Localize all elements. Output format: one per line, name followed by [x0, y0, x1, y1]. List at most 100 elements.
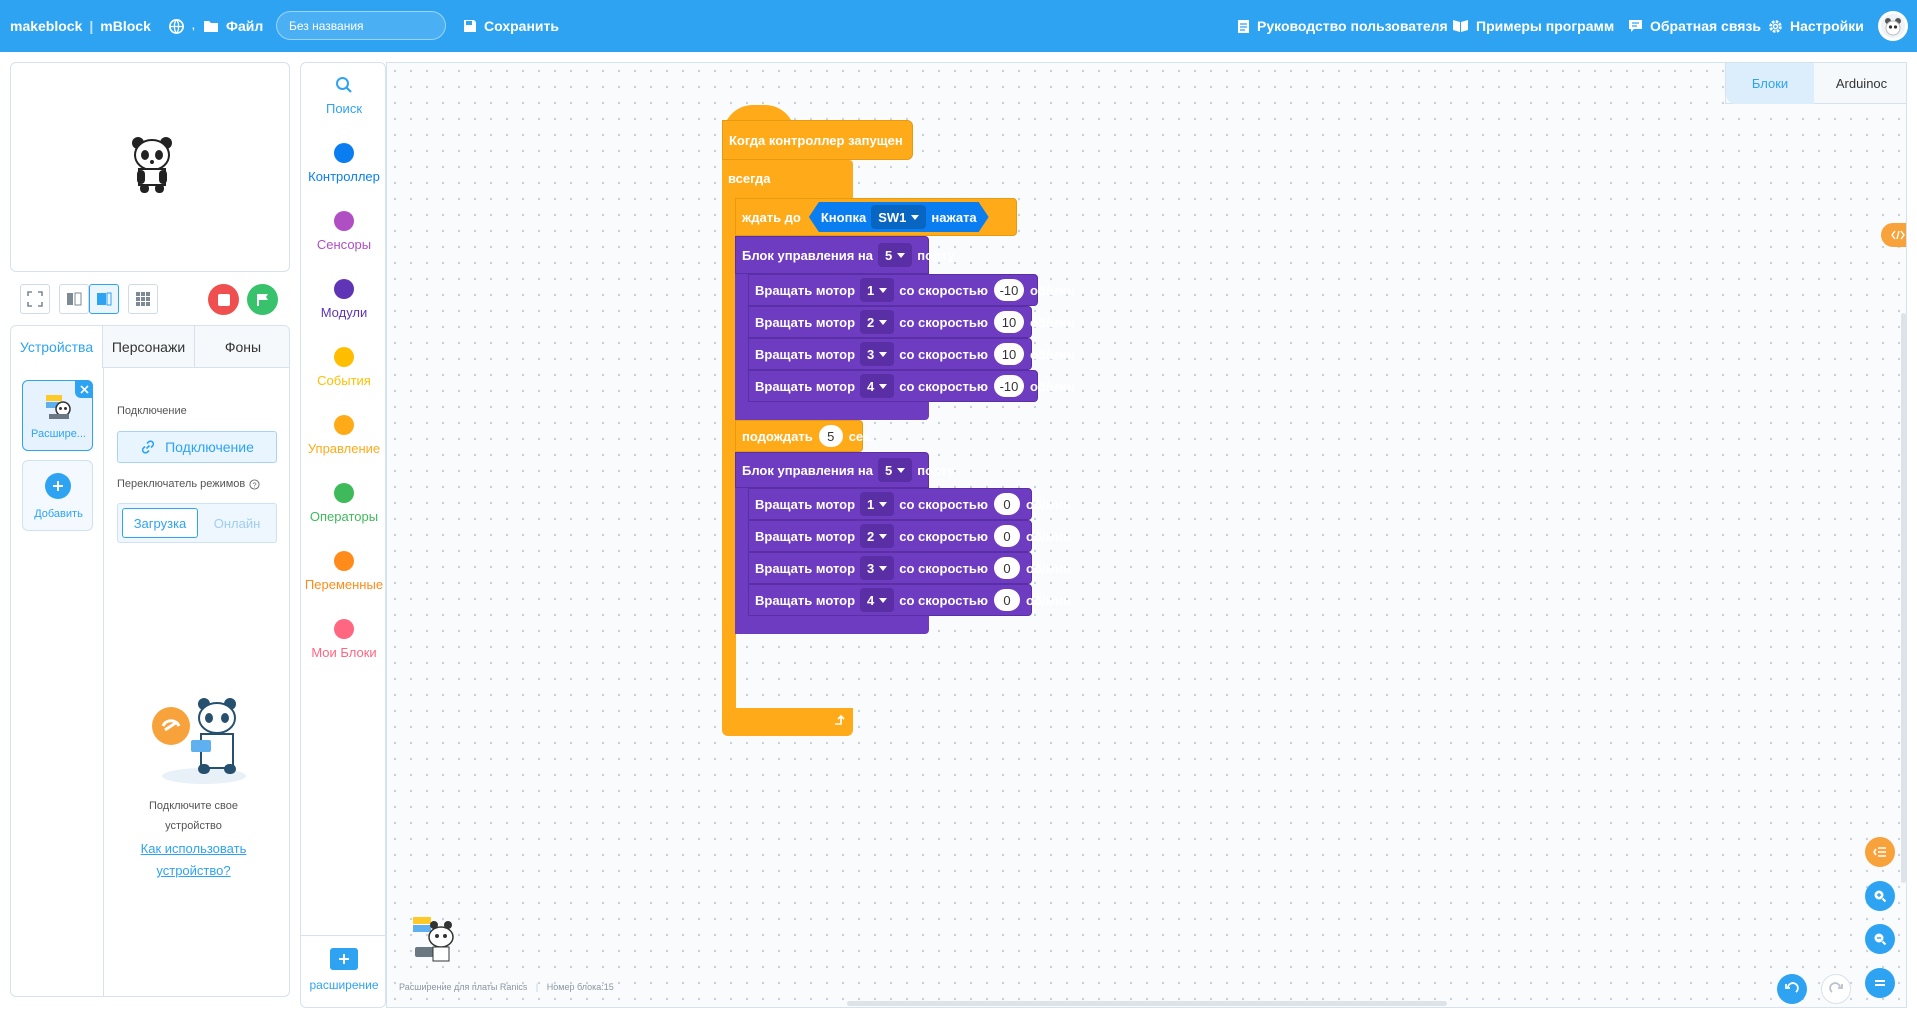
- motor-select[interactable]: 1: [860, 492, 895, 516]
- hat-block[interactable]: Когда контроллер запущен: [722, 120, 913, 160]
- button-select[interactable]: SW1: [871, 205, 926, 229]
- controller-dot-icon: [334, 143, 354, 163]
- zoom-in-icon: [1874, 890, 1887, 903]
- extension-button[interactable]: расширение: [301, 948, 387, 992]
- tab-devices[interactable]: Устройства: [11, 326, 103, 368]
- code-tabs: Блоки Arduinoc: [1725, 63, 1906, 104]
- connect-button[interactable]: Подключение: [117, 431, 277, 463]
- stop-button[interactable]: [208, 284, 239, 315]
- tab-sprites[interactable]: Персонажи: [103, 326, 195, 368]
- motor-select[interactable]: 3: [860, 342, 895, 366]
- stage[interactable]: [10, 62, 290, 272]
- category-controller[interactable]: Контроллер: [301, 143, 387, 184]
- add-device-label: Добавить: [34, 508, 83, 520]
- speed-input[interactable]: 0: [993, 589, 1020, 611]
- speed-input[interactable]: 0: [993, 493, 1020, 515]
- category-search[interactable]: Поиск: [301, 75, 387, 116]
- speed-input[interactable]: 0: [993, 525, 1020, 547]
- script-workspace[interactable]: Блоки Arduinoc Когда контроллер запущен …: [386, 62, 1907, 1008]
- feedback-link[interactable]: Обратная связь: [1628, 0, 1761, 52]
- motor-number: 2: [867, 314, 875, 330]
- category-modules[interactable]: Модули: [301, 279, 387, 320]
- motor-select[interactable]: 1: [860, 278, 895, 302]
- motor-select[interactable]: 2: [860, 310, 895, 334]
- help-icon[interactable]: ?: [249, 478, 260, 490]
- horizontal-scrollbar[interactable]: [847, 1001, 1447, 1006]
- examples-link[interactable]: Примеры программ: [1452, 0, 1614, 52]
- speed-input[interactable]: -10: [993, 375, 1024, 397]
- link-icon: [142, 440, 155, 454]
- speed-input[interactable]: 0: [993, 557, 1020, 579]
- speed-label: со скоростью: [899, 560, 988, 576]
- forever-block-top[interactable]: [722, 160, 853, 198]
- zoom-in-button[interactable]: [1865, 881, 1895, 911]
- category-sensors[interactable]: Сенсоры: [301, 211, 387, 252]
- code-view-toggle[interactable]: [1881, 223, 1906, 247]
- palette-divider: [301, 935, 385, 936]
- category-variables[interactable]: Переменные: [301, 551, 387, 592]
- tab-arduinoc[interactable]: Arduinoc: [1814, 63, 1906, 104]
- grid-view-button[interactable]: [128, 284, 158, 314]
- motor-select[interactable]: 2: [860, 524, 895, 548]
- tab-backdrops[interactable]: Фоны: [195, 326, 289, 368]
- avatar[interactable]: [1878, 11, 1908, 41]
- motor-select[interactable]: 4: [860, 588, 895, 612]
- wait-label: подождать: [742, 428, 813, 444]
- collapse-palette-button[interactable]: [1865, 837, 1895, 867]
- mode-live-button[interactable]: Онлайн: [200, 508, 274, 538]
- vertical-scrollbar[interactable]: [1901, 313, 1906, 883]
- port-select-1[interactable]: 5: [878, 243, 913, 267]
- file-menu[interactable]: Файл: [203, 0, 263, 52]
- speed-input[interactable]: 10: [993, 311, 1024, 333]
- category-operators[interactable]: Операторы: [301, 483, 387, 524]
- category-events[interactable]: События: [301, 347, 387, 388]
- logo-text: makeblock: [10, 18, 83, 34]
- tab-blocks[interactable]: Блоки: [1726, 63, 1814, 104]
- category-control[interactable]: Управление: [301, 415, 387, 456]
- undo-button[interactable]: [1777, 974, 1807, 1004]
- speed-input[interactable]: 10: [993, 343, 1024, 365]
- fullscreen-button[interactable]: [20, 284, 50, 314]
- wait-seconds-input[interactable]: 5: [818, 425, 843, 447]
- project-name-input[interactable]: [276, 11, 446, 40]
- redo-button[interactable]: [1821, 974, 1851, 1004]
- motor-select[interactable]: 3: [860, 556, 895, 580]
- motor-select[interactable]: 4: [860, 374, 895, 398]
- zoom-out-button[interactable]: [1865, 924, 1895, 954]
- user-guide-link[interactable]: Руководство пользователя: [1237, 0, 1448, 52]
- button-pressed-condition[interactable]: Кнопка SW1 нажата: [809, 202, 989, 232]
- devices-panel: Устройства Персонажи Фоны Расшире... Доб…: [10, 325, 290, 997]
- wait-until-block[interactable]: ждать до Кнопка SW1 нажата: [735, 198, 1017, 236]
- tab-blocks-label: Блоки: [1751, 75, 1789, 91]
- large-stage-button[interactable]: [89, 284, 119, 314]
- mode-upload-button[interactable]: Загрузка: [122, 508, 198, 538]
- category-my-blocks[interactable]: Мои Блоки: [301, 619, 387, 660]
- small-stage-button[interactable]: [59, 284, 89, 314]
- category-operators-label: Операторы: [309, 509, 379, 524]
- tab-arduinoc-label: Arduinoc: [1835, 75, 1888, 91]
- speed-input[interactable]: -10: [993, 279, 1024, 301]
- category-modules-label: Модули: [320, 305, 368, 320]
- language-button[interactable]: ,: [168, 0, 195, 52]
- help-link[interactable]: Как использовать устройство?: [106, 838, 281, 882]
- device-card[interactable]: Расшире...: [22, 380, 93, 451]
- reset-zoom-button[interactable]: [1865, 968, 1895, 998]
- remove-device-button[interactable]: [75, 380, 93, 398]
- add-device-button[interactable]: Добавить: [22, 460, 93, 531]
- controller-block-1[interactable]: Блок управления на 5 порту: [735, 236, 955, 274]
- run-button[interactable]: [247, 284, 278, 315]
- save-button[interactable]: Сохранить: [463, 0, 559, 52]
- port-select-2[interactable]: 5: [878, 458, 913, 482]
- controller-block-2[interactable]: Блок управления на 5 порту: [735, 452, 955, 488]
- my-blocks-dot-icon: [334, 619, 354, 639]
- settings-link[interactable]: Настройки: [1768, 0, 1864, 52]
